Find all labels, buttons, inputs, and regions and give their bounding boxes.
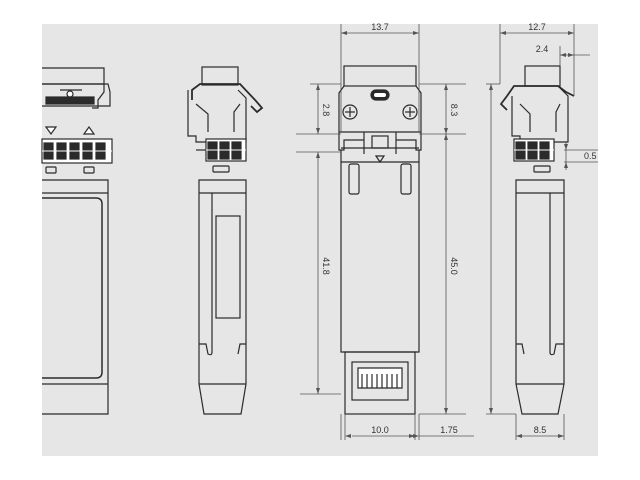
dim-width-bottom-front: 10.0 bbox=[371, 425, 389, 435]
dimension-labels: 13.7 12.7 2.4 0.5 2.8 8.3 41.8 45.0 10.0… bbox=[321, 22, 597, 435]
dimension-lines bbox=[296, 24, 598, 440]
view-side-right bbox=[499, 65, 575, 415]
dim-width-bottom-offset: 1.75 bbox=[440, 425, 458, 435]
dim-height-front-upper: 2.8 bbox=[321, 104, 331, 117]
dimension-arrows bbox=[316, 31, 574, 438]
dim-height-body-right: 45.0 bbox=[449, 257, 459, 275]
bail-bar bbox=[45, 96, 95, 105]
drawing-panel bbox=[42, 24, 598, 456]
dim-width-top-side: 12.7 bbox=[528, 22, 546, 32]
dim-height-body-left: 41.8 bbox=[321, 257, 331, 275]
screw-left-icon bbox=[342, 104, 358, 120]
view-front-main bbox=[338, 65, 422, 415]
screw-right-icon bbox=[402, 104, 418, 120]
dim-offset-small: 0.5 bbox=[584, 151, 597, 161]
dim-width-top-front: 13.7 bbox=[371, 22, 389, 32]
dim-offset-side: 2.4 bbox=[536, 44, 549, 54]
view-side-left bbox=[187, 66, 264, 415]
dim-width-bottom-side: 8.5 bbox=[534, 425, 547, 435]
dim-height-front-upper-right: 8.3 bbox=[449, 104, 459, 117]
view-front-partial bbox=[41, 67, 113, 415]
